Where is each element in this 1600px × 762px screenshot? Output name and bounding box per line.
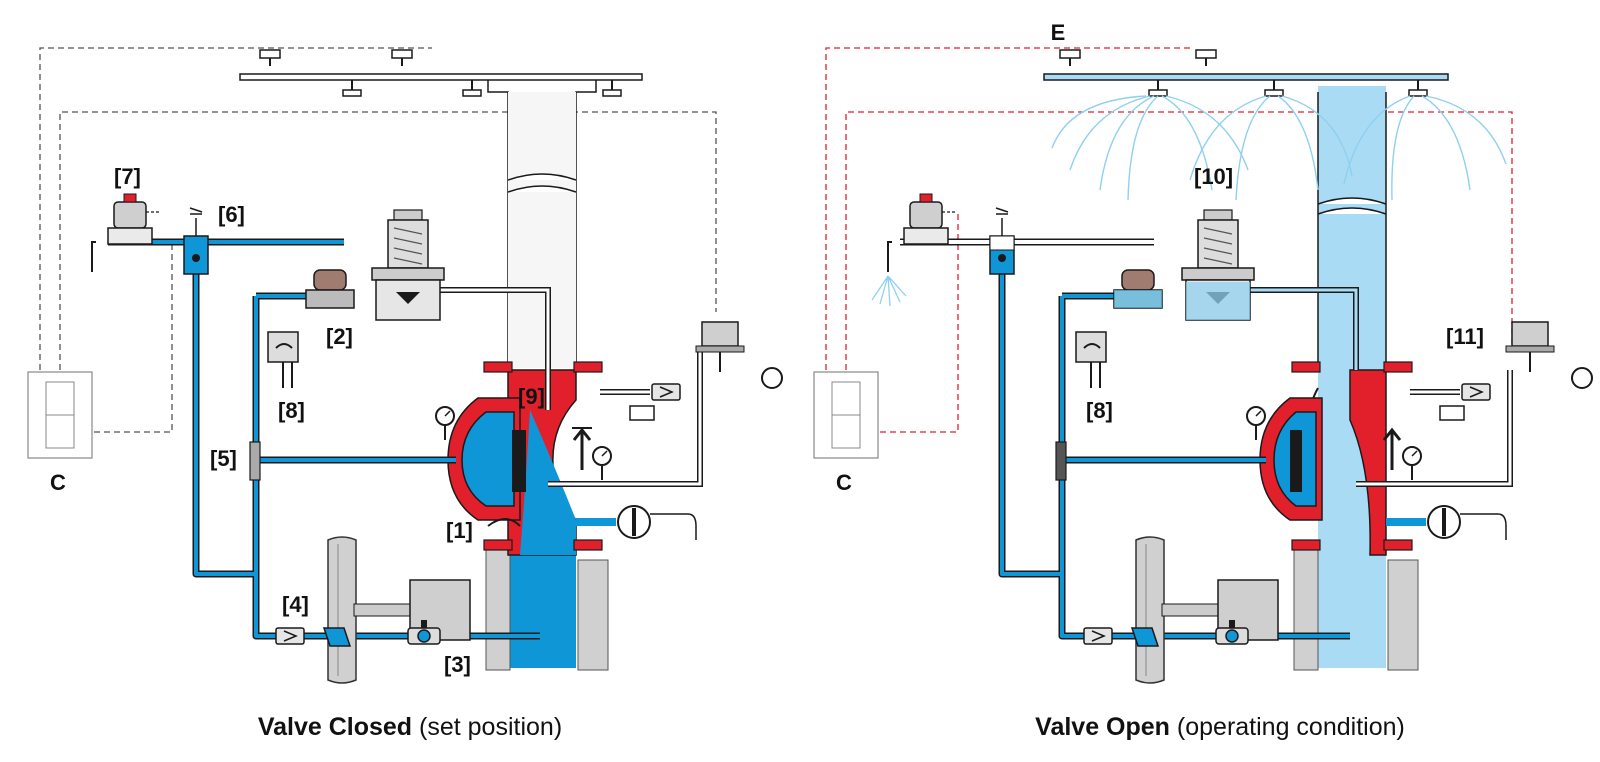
caption-closed: Valve Closed (set position): [258, 713, 562, 741]
label-c: C: [50, 470, 66, 495]
label-6: [6]: [218, 202, 245, 227]
caption-closed-rest: (set position): [419, 713, 562, 741]
caption-open-rest: (operating condition): [1177, 713, 1405, 741]
label-10: [10]: [1194, 164, 1233, 189]
label-8-open: [8]: [1086, 398, 1113, 423]
panel-closed: [7] [6] [2] [8] [9] [5] [1] [4] [3] C Va…: [27, 47, 783, 741]
label-1: [1]: [446, 518, 473, 543]
label-e: E: [1051, 20, 1066, 45]
label-9: [9]: [518, 384, 545, 409]
caption-open-bold: Valve Open: [1035, 713, 1170, 741]
label-3: [3]: [444, 652, 471, 677]
label-5: [5]: [210, 446, 237, 471]
caption-open: Valve Open (operating condition): [1035, 713, 1405, 741]
label-8: [8]: [278, 398, 305, 423]
label-2: [2]: [326, 324, 353, 349]
panel-open: E [10] [11] [8] C Valve Open (operating …: [813, 20, 1593, 741]
label-11: [11]: [1446, 324, 1484, 349]
label-c-open: C: [836, 470, 852, 495]
caption-closed-bold: Valve Closed: [258, 713, 412, 741]
label-4: [4]: [282, 592, 309, 617]
label-7: [7]: [114, 164, 141, 189]
